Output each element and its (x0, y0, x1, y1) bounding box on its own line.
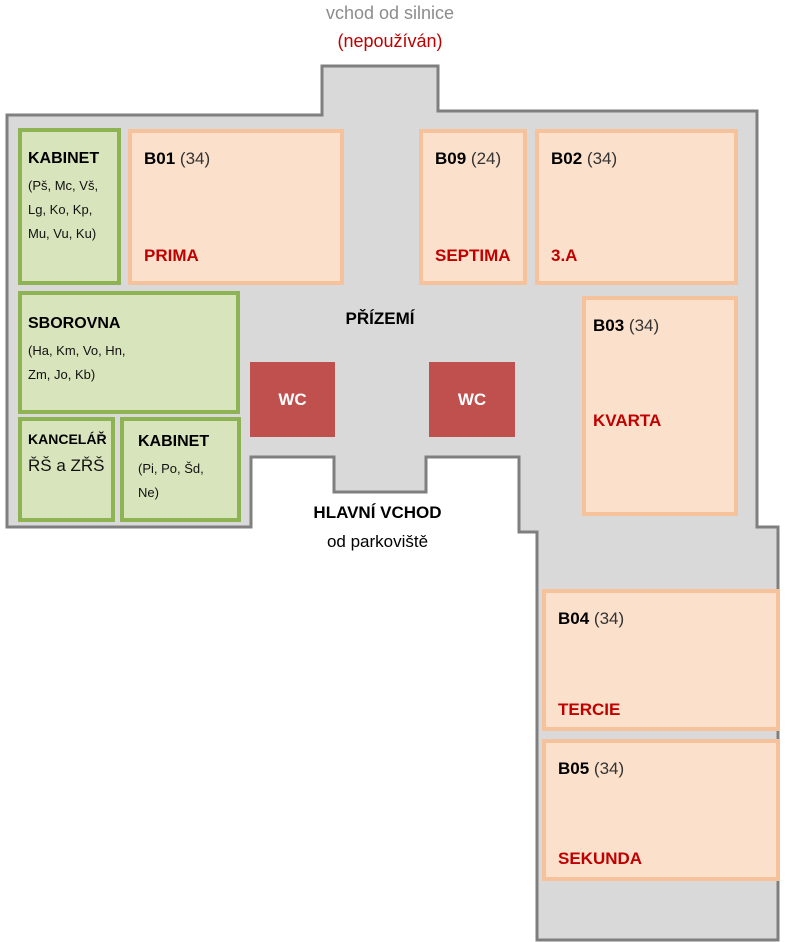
top-entrance-label: vchod od silnice (325, 3, 455, 23)
room-capacity: (34) (593, 759, 625, 778)
room-code: B04 (558, 609, 590, 628)
classroom-b04[interactable]: B04 (34) TERCIE (542, 589, 780, 731)
class-name: PRIMA (144, 246, 199, 265)
office-staff-line: (Ha, Km, Vo, Hn, (28, 343, 126, 358)
classroom-b03[interactable]: B03 (34) KVARTA (582, 296, 738, 516)
room-capacity: (34) (586, 149, 618, 168)
office-staff-line: (Pi, Po, Šd, (138, 461, 204, 476)
class-name: TERCIE (558, 700, 621, 719)
class-name: SEKUNDA (558, 849, 643, 868)
floor-name: PŘÍZEMÍ (345, 309, 415, 328)
class-name: 3.A (551, 246, 578, 265)
office-staff-line: Mu, Vu, Ku) (28, 226, 97, 241)
classroom-b02[interactable]: B02 (34) 3.A (535, 129, 738, 285)
class-name: KVARTA (593, 411, 662, 430)
class-name: SEPTIMA (435, 246, 511, 265)
main-entrance-note: od parkoviště (326, 532, 429, 551)
office-title: SBOROVNA (28, 315, 121, 332)
top-entrance-note: (nepoužíván) (337, 31, 443, 51)
office-kabinet-1[interactable]: KABINET (Pš, Mc, Vš, Lg, Ko, Kp, Mu, Vu,… (18, 128, 121, 285)
office-kancelar[interactable]: KANCELÁŘ ŘŠ a ZŘŠ (18, 417, 115, 522)
classroom-b09[interactable]: B09 (24) SEPTIMA (419, 129, 527, 285)
office-staff-line: ŘŠ a ZŘŠ (28, 456, 105, 475)
room-code: B03 (593, 316, 625, 335)
office-title: KABINET (138, 433, 210, 450)
office-staff-line: Lg, Ko, Kp, (28, 202, 93, 217)
main-entrance-label: HLAVNÍ VCHOD (313, 503, 442, 522)
office-title: KABINET (28, 150, 100, 167)
office-sborovna[interactable]: SBOROVNA (Ha, Km, Vo, Hn, Zm, Jo, Kb) (18, 291, 240, 414)
room-capacity: (34) (593, 609, 625, 628)
room-code: B01 (144, 149, 176, 168)
office-staff-line: Zm, Jo, Kb) (28, 367, 96, 382)
room-code: B02 (551, 149, 583, 168)
room-capacity: (34) (179, 149, 211, 168)
wc-right[interactable]: WC (429, 362, 515, 437)
office-staff-line: Ne) (138, 485, 159, 500)
office-kabinet-2[interactable]: KABINET (Pi, Po, Šd, Ne) (120, 417, 241, 522)
room-capacity: (34) (628, 316, 660, 335)
office-title: KANCELÁŘ (28, 431, 107, 447)
room-code: B05 (558, 759, 590, 778)
wc-left[interactable]: WC (250, 362, 335, 437)
classroom-b05[interactable]: B05 (34) SEKUNDA (542, 739, 780, 881)
office-staff-line: (Pš, Mc, Vš, (28, 178, 99, 193)
room-code: B09 (435, 149, 467, 168)
classroom-b01[interactable]: B01 (34) PRIMA (128, 129, 344, 285)
room-capacity: (24) (470, 149, 502, 168)
